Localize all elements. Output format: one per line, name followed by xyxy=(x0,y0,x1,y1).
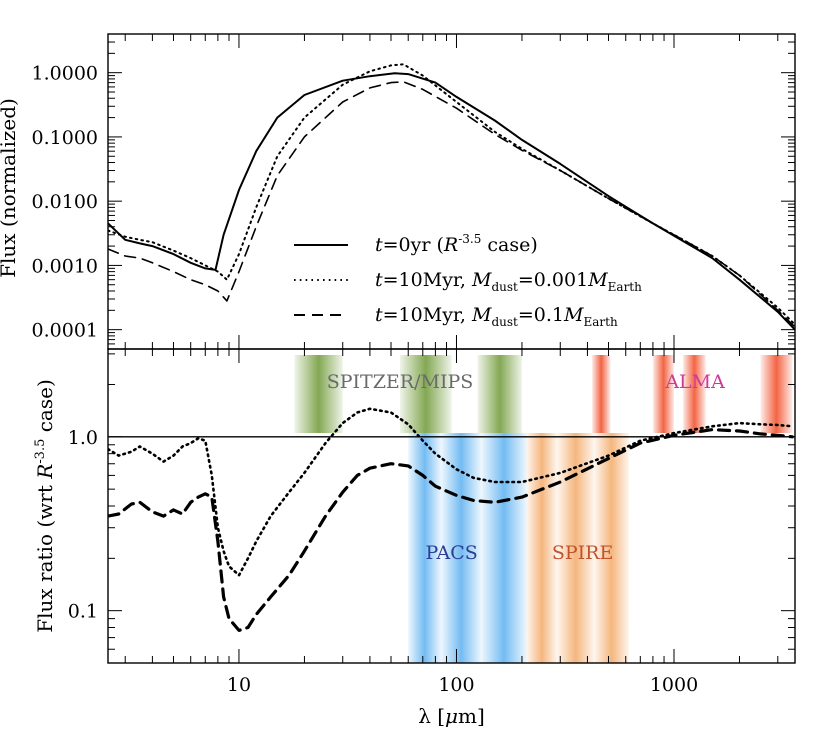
y-tick-label-top: 1.0000 xyxy=(32,63,98,85)
x-tick-label: 100 xyxy=(438,674,474,696)
band-label-pacs: PACS xyxy=(425,542,477,564)
top-panel-frame xyxy=(107,33,796,350)
band-region-spitzermips xyxy=(477,355,522,433)
band-region-pacs xyxy=(408,433,442,663)
band-label-alma: ALMA xyxy=(664,371,725,393)
y-tick-label-top: 0.1000 xyxy=(32,127,98,149)
band-label-spitzermips: SPITZER/MIPS xyxy=(327,371,474,393)
y-tick-label-bottom: 0.1 xyxy=(68,601,98,623)
band-region-spitzermips xyxy=(294,355,343,433)
axes xyxy=(107,33,796,664)
y-tick-label-bottom: 1.0 xyxy=(68,427,98,449)
band-region-alma xyxy=(652,355,674,433)
instrument-bands xyxy=(294,355,793,663)
y-tick-label-top: 0.0010 xyxy=(32,255,98,277)
bottom-y-axis-title: Flux ratio (wrt R-3.5 case) xyxy=(33,379,57,633)
series-line-bottom-t10_0001 xyxy=(108,407,794,577)
series-line-top-t10_01 xyxy=(108,81,795,328)
legend: t=0yr (R-3.5 case) t=10Myr, Mdust=0.001ME… xyxy=(294,232,642,329)
top-y-axis-title: Flux (normalized) xyxy=(0,98,20,278)
series-line-bottom-t10_01 xyxy=(108,428,794,633)
labels: SPITZER/MIPS ALMA PACS SPIRE 10 100 1000 0.0001… xyxy=(0,63,725,728)
band-region-alma xyxy=(592,355,611,433)
band-region-alma xyxy=(760,355,793,433)
legend-label-t10_0001: t=10Myr, Mdust=0.001MEarth xyxy=(375,269,642,294)
x-axis-title: λ [μm] xyxy=(418,704,485,728)
y-tick-label-top: 0.0100 xyxy=(32,191,98,213)
legend-label-t0: t=0yr (R-3.5 case) xyxy=(375,232,538,256)
band-region-alma xyxy=(682,355,706,433)
series-line-top-t0 xyxy=(108,72,795,331)
legend-label-t10_01: t=10Myr, Mdust=0.1MEarth xyxy=(375,304,618,329)
band-region-spire xyxy=(526,433,558,663)
y-tick-label-top: 0.0001 xyxy=(32,320,98,342)
band-region-pacs xyxy=(481,433,527,663)
x-tick-label: 1000 xyxy=(650,674,698,696)
band-region-spitzermips xyxy=(400,355,452,433)
band-label-spire: SPIRE xyxy=(552,542,613,564)
x-tick-label: 10 xyxy=(227,674,251,696)
band-region-spire xyxy=(594,433,629,663)
data-lines xyxy=(108,63,795,633)
